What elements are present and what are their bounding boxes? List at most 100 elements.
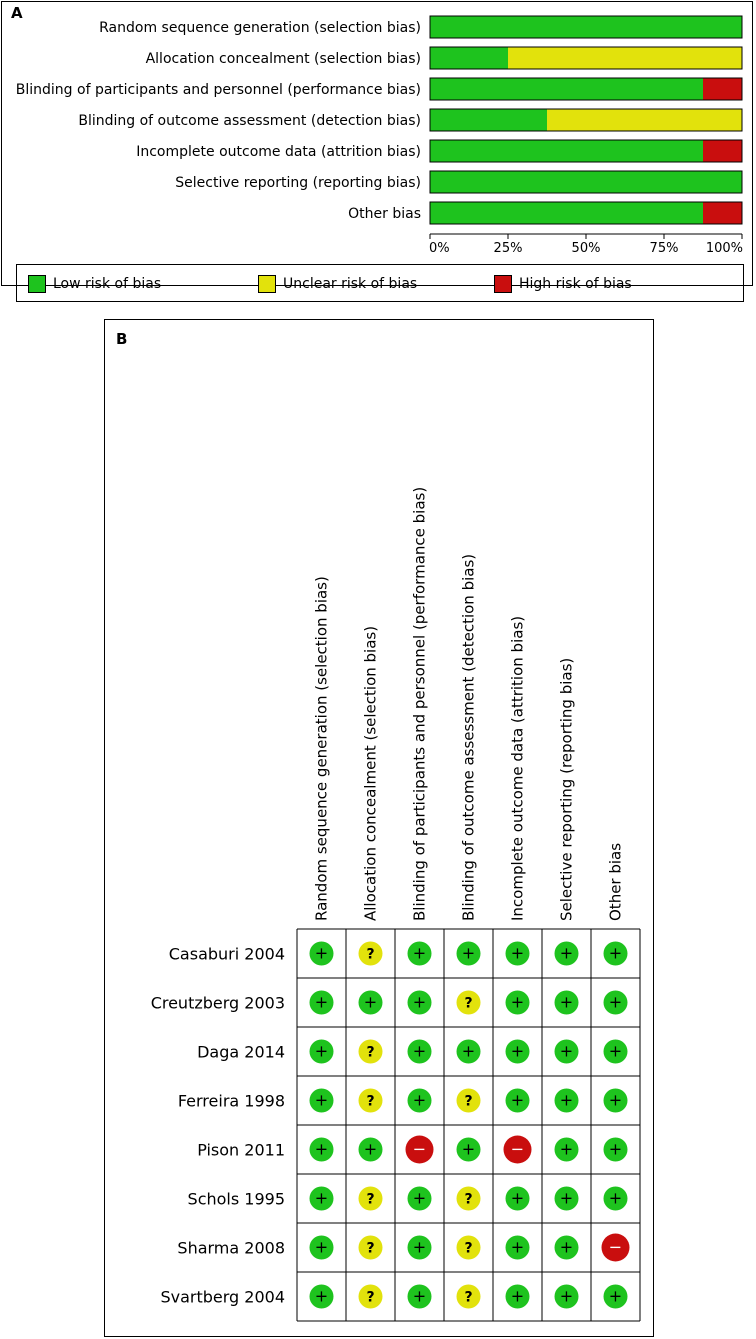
rating-symbol-low: +	[609, 1189, 622, 1208]
rating-symbol-low: +	[364, 1140, 377, 1159]
legend-label-low: Low risk of bias	[53, 276, 162, 292]
rating-symbol-unclear: ?	[464, 996, 472, 1012]
rating-marker-low	[505, 990, 530, 1015]
study-label: Ferreira 1998	[178, 1092, 285, 1111]
rating-marker-low	[407, 1186, 432, 1211]
rating-marker-low	[505, 1039, 530, 1064]
bar-segment-low	[430, 140, 703, 162]
rating-symbol-low: +	[413, 1287, 426, 1306]
rating-symbol-low: +	[315, 1287, 328, 1306]
rating-marker-high	[601, 1233, 630, 1262]
rating-symbol-low: +	[511, 1042, 524, 1061]
bar-outline	[429, 77, 743, 101]
rating-symbol-low: +	[364, 993, 377, 1012]
rating-marker-unclear	[358, 1039, 383, 1064]
bar-segment-high	[703, 78, 742, 100]
legend-swatch-unclear	[258, 275, 276, 293]
rating-symbol-low: +	[560, 1238, 573, 1257]
x-tick-label: 50%	[572, 241, 601, 256]
rating-symbol-low: +	[560, 1140, 573, 1159]
panel-b: B Random sequence generation (selection …	[104, 319, 654, 1337]
rating-symbol-unclear: ?	[366, 1094, 374, 1110]
rating-marker-low	[505, 1284, 530, 1309]
study-label: Creutzberg 2003	[151, 994, 285, 1013]
rating-marker-low	[554, 1235, 579, 1260]
study-label: Svartberg 2004	[160, 1288, 285, 1307]
bar-segment-low	[430, 47, 508, 69]
category-label: Blinding of outcome assessment (detectio…	[78, 113, 421, 129]
legend-swatch-low	[28, 275, 46, 293]
panel-b-letter: B	[116, 330, 128, 348]
bar-outline	[429, 170, 743, 194]
panel-a-letter: A	[11, 4, 23, 22]
legend-label-unclear: Unclear risk of bias	[283, 276, 418, 292]
rating-marker-low	[554, 1039, 579, 1064]
rating-marker-low	[309, 941, 334, 966]
rating-marker-low	[407, 1039, 432, 1064]
rating-marker-unclear	[456, 1284, 481, 1309]
rating-symbol-unclear: ?	[366, 1241, 374, 1257]
rating-symbol-low: +	[413, 993, 426, 1012]
bar-segment-low	[430, 78, 703, 100]
rating-marker-low	[309, 1284, 334, 1309]
rating-marker-low	[554, 1088, 579, 1113]
bar-segment-low	[430, 171, 742, 193]
rating-marker-low	[603, 1039, 628, 1064]
study-label: Schols 1995	[188, 1190, 285, 1209]
column-header: Blinding of participants and personnel (…	[411, 487, 429, 921]
column-header: Allocation concealment (selection bias)	[362, 626, 380, 921]
rating-symbol-low: +	[315, 944, 328, 963]
bar-segment-high	[703, 140, 742, 162]
rating-marker-low	[505, 941, 530, 966]
study-label: Pison 2011	[197, 1141, 285, 1160]
rating-symbol-low: +	[462, 1140, 475, 1159]
rating-marker-low	[456, 1137, 481, 1162]
risk-of-bias-summary-table: Random sequence generation (selection bi…	[151, 487, 641, 1322]
rating-marker-high	[405, 1135, 434, 1164]
bar-outline	[429, 139, 743, 163]
rating-symbol-low: +	[315, 1238, 328, 1257]
rating-symbol-unclear: ?	[366, 947, 374, 963]
rating-symbol-low: +	[609, 944, 622, 963]
rating-symbol-unclear: ?	[464, 1241, 472, 1257]
bar-segment-high	[703, 202, 742, 224]
x-tick-label: 25%	[494, 241, 523, 256]
rating-symbol-low: +	[511, 944, 524, 963]
column-header: Selective reporting (reporting bias)	[558, 658, 576, 921]
rating-marker-low	[358, 1137, 383, 1162]
rating-symbol-low: +	[560, 1042, 573, 1061]
rating-symbol-low: +	[413, 1238, 426, 1257]
legend-item-high: High risk of bias	[494, 274, 632, 294]
bar-outline	[429, 201, 743, 225]
study-label: Sharma 2008	[177, 1239, 285, 1258]
rating-symbol-unclear: ?	[464, 1290, 472, 1306]
category-label: Random sequence generation (selection bi…	[99, 20, 421, 36]
rating-symbol-low: +	[609, 993, 622, 1012]
category-label: Blinding of participants and personnel (…	[16, 82, 421, 98]
rating-marker-low	[603, 1088, 628, 1113]
rating-marker-high	[503, 1135, 532, 1164]
rating-marker-unclear	[358, 1235, 383, 1260]
study-label: Casaburi 2004	[169, 945, 285, 964]
column-header: Incomplete outcome data (attrition bias)	[509, 616, 527, 921]
legend-label-high: High risk of bias	[519, 276, 632, 292]
rating-marker-low	[505, 1235, 530, 1260]
rating-symbol-low: +	[413, 944, 426, 963]
rating-marker-low	[505, 1186, 530, 1211]
rating-marker-low	[554, 941, 579, 966]
bar-outline	[429, 15, 743, 39]
rating-symbol-low: +	[511, 1287, 524, 1306]
rating-symbol-high: −	[609, 1238, 622, 1257]
rating-symbol-unclear: ?	[366, 1290, 374, 1306]
rating-symbol-low: +	[462, 944, 475, 963]
rating-symbol-low: +	[315, 1189, 328, 1208]
rating-marker-unclear	[456, 1235, 481, 1260]
rating-symbol-low: +	[560, 1189, 573, 1208]
category-label: Selective reporting (reporting bias)	[175, 175, 421, 191]
legend-swatch-high	[494, 275, 512, 293]
rating-symbol-low: +	[511, 1189, 524, 1208]
category-label: Allocation concealment (selection bias)	[146, 51, 421, 67]
x-tick-label: 0%	[429, 241, 450, 256]
rating-symbol-high: −	[511, 1140, 524, 1159]
rating-marker-low	[407, 1284, 432, 1309]
